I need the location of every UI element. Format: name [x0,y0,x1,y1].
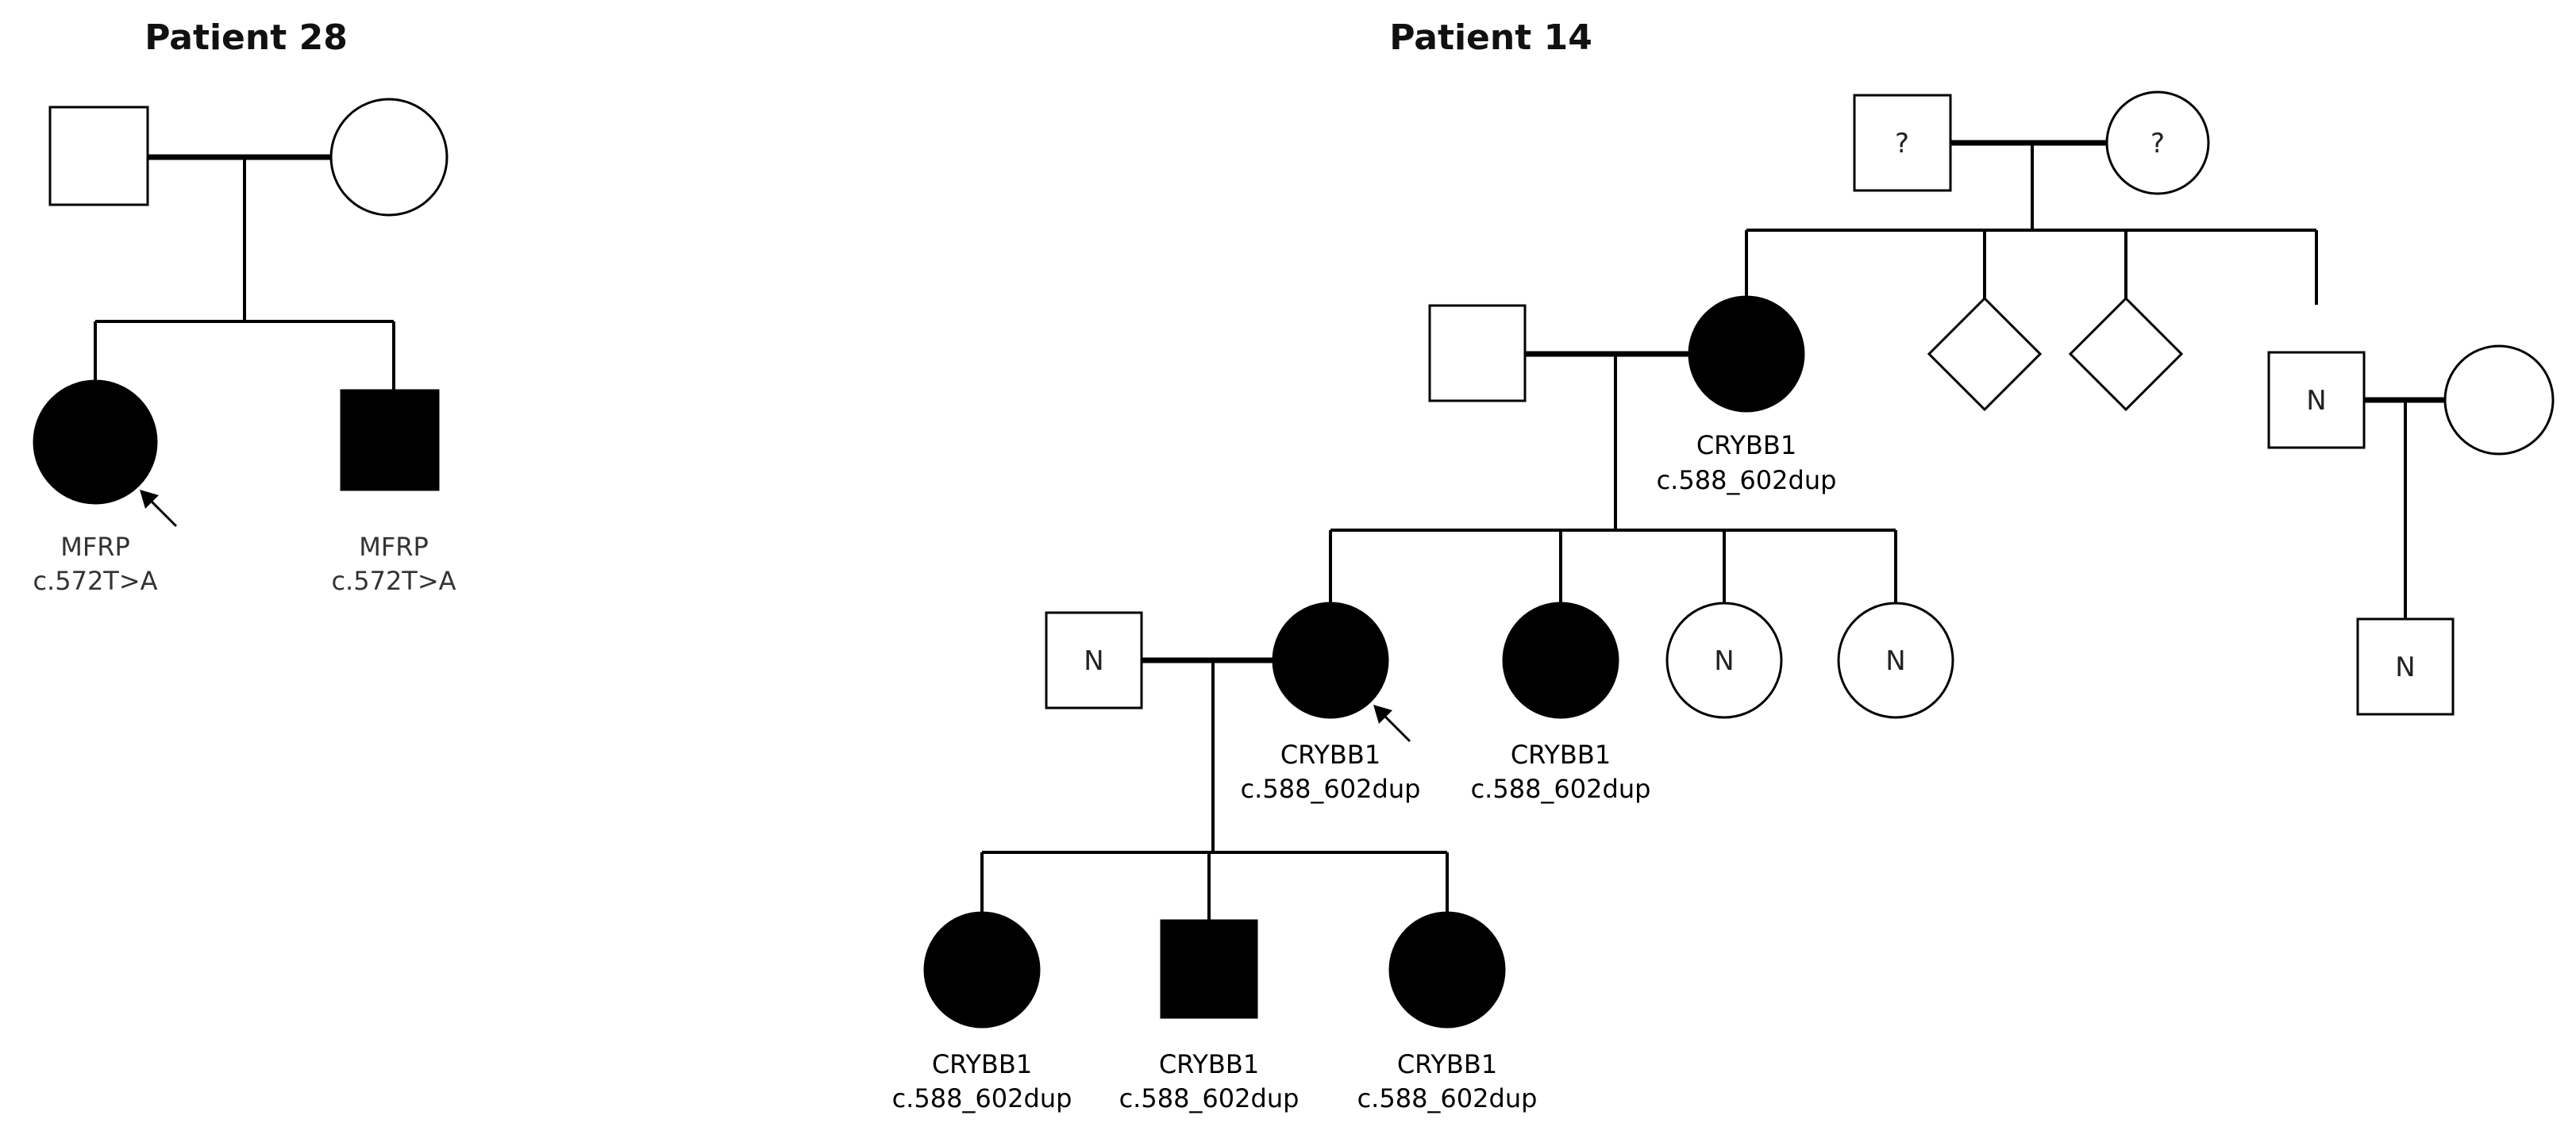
p14-sister-variant-label: c.588_602dup [1471,774,1651,804]
p28-brother-gene-label: MFRP [359,532,429,562]
p28-brother-variant-label: c.572T>A [331,566,456,596]
p14-aunt-husband-male-symbol [1428,304,1527,402]
p14-grandfather-mark: ? [1895,128,1909,160]
pedigree-title-patient-28: Patient 28 [144,17,348,58]
p28-proband-gene-label: MFRP [60,532,130,562]
p14-sister-n2-female-symbol [1837,602,1954,719]
pedigree-title-patient-14: Patient 14 [1389,17,1592,58]
p14-mother-variant-label: c.588_602dup [1657,465,1837,495]
p14-proband-gene-label: CRYBB1 [1280,740,1380,770]
p14-child-1-affected-female-symbol [923,911,1041,1029]
p14-sister-affected-female-symbol [1502,602,1619,719]
p14-child-1-variant-label: c.588_602dup [892,1083,1072,1113]
p14-proband-husband-male-symbol [1045,611,1143,710]
p14-sister-n1-mark: N [1714,645,1734,677]
p14-uncle-male-symbol [2267,351,2366,449]
p14-child-2-gene-label: CRYBB1 [1159,1049,1259,1079]
p28-father-male-symbol [48,106,149,206]
p14-uncle-mark: N [2306,385,2326,417]
p14-child-2-variant-label: c.588_602dup [1119,1083,1300,1113]
p14-child-3-variant-label: c.588_602dup [1357,1083,1538,1113]
p14-grandfather-male-symbol [1853,94,1952,192]
p28-mother-female-symbol [329,98,449,217]
p14-sibling-unknown-sex-symbol-2 [2068,296,2184,412]
p14-sister-n1-female-symbol [1665,602,1783,719]
p14-cousin-male-symbol [2356,617,2455,716]
p28-proband-affected-female-symbol [33,379,158,505]
pedigree-patient-14: Patient 14 ? ? CRYBB1 c.588_602dup N [892,17,2555,1113]
p14-mother-affected-female-symbol [1688,295,1805,413]
proband-arrow-icon [1373,705,1411,743]
p14-child-2-affected-male-symbol [1160,919,1258,1019]
proband-arrow-icon [140,490,178,528]
p14-sister-gene-label: CRYBB1 [1511,740,1611,770]
p14-mother-gene-label: CRYBB1 [1696,430,1796,460]
p28-brother-affected-male-symbol [340,389,440,491]
p14-grandmother-mark: ? [2151,128,2165,160]
p14-child-1-gene-label: CRYBB1 [932,1049,1032,1079]
p14-grandmother-female-symbol [2105,90,2210,195]
p14-child-3-affected-female-symbol [1388,911,1506,1029]
p28-proband-variant-label: c.572T>A [33,566,157,596]
p14-child-3-gene-label: CRYBB1 [1397,1049,1497,1079]
p14-uncle-wife-female-symbol [2443,344,2555,456]
p14-proband-affected-female-symbol [1272,602,1389,719]
p14-sister-n2-mark: N [1885,645,1905,677]
pedigree-patient-28: Patient 28 MFRP c.572T>A MFRP c.572T>A [33,17,456,596]
p14-sibling-unknown-sex-symbol-1 [1927,296,2043,412]
p14-proband-variant-label: c.588_602dup [1241,774,1421,804]
p14-proband-husband-mark: N [1084,645,1103,677]
p14-cousin-mark: N [2395,652,2415,683]
